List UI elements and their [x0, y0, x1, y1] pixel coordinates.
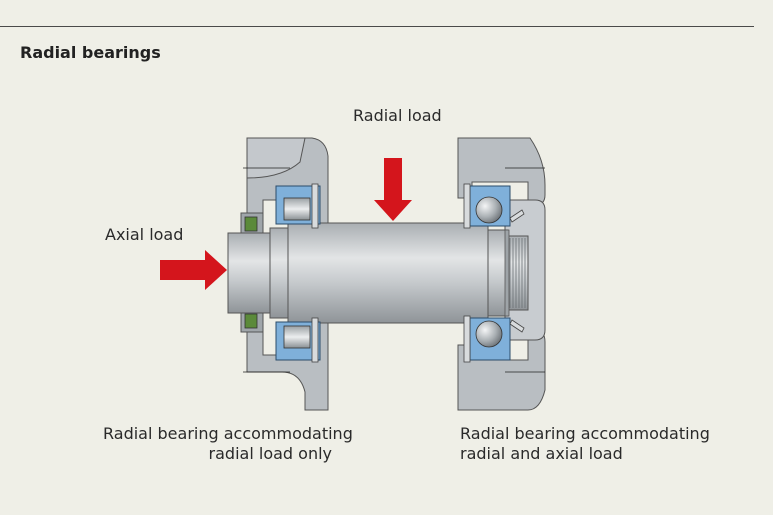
- left-caption-line-1: Radial bearing accommodating: [103, 424, 353, 443]
- left-bearing: [275, 183, 321, 363]
- right-bearing: [463, 183, 525, 363]
- top-divider: [0, 26, 754, 27]
- left-seal: [240, 212, 264, 333]
- axial-load-label: Axial load: [105, 225, 184, 244]
- radial-load-arrow: [374, 158, 412, 221]
- right-bearing-caption: Radial bearing accommodating radial and …: [460, 424, 710, 464]
- section-title: Radial bearings: [20, 43, 161, 62]
- right-caption-line-1: Radial bearing accommodating: [460, 424, 710, 443]
- radial-load-label: Radial load: [353, 106, 442, 125]
- right-caption-line-2: radial and axial load: [460, 444, 623, 463]
- axial-load-arrow: [160, 250, 227, 290]
- left-bearing-caption: Radial bearing accommodating radial load…: [103, 424, 353, 464]
- shaft: [227, 222, 529, 324]
- left-caption-line-2: radial load only: [208, 444, 332, 463]
